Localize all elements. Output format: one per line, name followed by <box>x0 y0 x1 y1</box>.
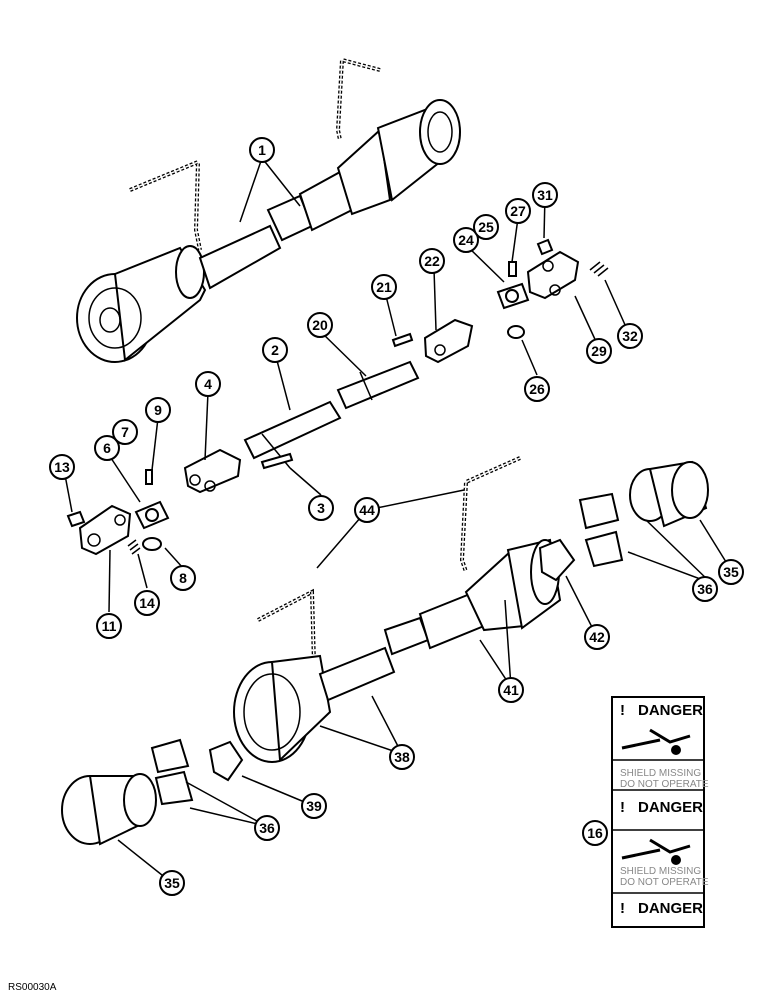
danger-label-2: ! DANGER <box>620 799 703 816</box>
callout-14: 14 <box>134 590 160 616</box>
svg-text:SHIELD MISSING: SHIELD MISSING <box>620 866 701 877</box>
callout-9: 9 <box>145 397 171 423</box>
danger-label-1: ! DANGER <box>620 702 703 719</box>
callout-44: 44 <box>354 497 380 523</box>
callout-32: 32 <box>617 323 643 349</box>
callout-25: 25 <box>473 214 499 240</box>
svg-text:!: ! <box>620 702 625 719</box>
callout-22: 22 <box>419 248 445 274</box>
svg-text:7: 7 <box>121 424 129 440</box>
svg-text:25: 25 <box>478 219 494 235</box>
svg-text:31: 31 <box>537 187 553 203</box>
svg-text:11: 11 <box>102 618 117 634</box>
svg-text:1: 1 <box>258 142 266 158</box>
svg-text:21: 21 <box>376 279 392 295</box>
figure-reference-code: RS00030A <box>8 982 57 993</box>
shield-warning-text-1: SHIELD MISSING DO NOT OPERATE <box>620 768 709 790</box>
svg-text:22: 22 <box>424 253 440 269</box>
svg-text:39: 39 <box>306 798 322 814</box>
svg-text:14: 14 <box>139 595 155 611</box>
upper-shaft-assembly <box>76 57 461 363</box>
danger-label-3: ! DANGER <box>620 900 703 917</box>
svg-text:DO NOT OPERATE: DO NOT OPERATE <box>620 779 709 790</box>
svg-text:13: 13 <box>54 459 70 475</box>
svg-text:SHIELD MISSING: SHIELD MISSING <box>620 768 701 779</box>
callout-27: 27 <box>505 198 531 224</box>
svg-text:8: 8 <box>179 570 187 586</box>
middle-components <box>66 238 609 556</box>
svg-text:29: 29 <box>591 343 607 359</box>
callout-39: 39 <box>301 793 327 819</box>
svg-text:9: 9 <box>154 402 162 418</box>
svg-text:!: ! <box>620 900 625 917</box>
svg-text:DO NOT OPERATE: DO NOT OPERATE <box>620 877 709 888</box>
callout-26: 26 <box>524 376 550 402</box>
svg-text:35: 35 <box>164 875 180 891</box>
svg-text:35: 35 <box>723 564 739 580</box>
entanglement-pictogram-2 <box>621 838 691 865</box>
svg-text:32: 32 <box>622 328 638 344</box>
callout-36-upper: 36 <box>692 576 718 602</box>
svg-text:36: 36 <box>697 581 713 597</box>
callout-29: 29 <box>586 338 612 364</box>
svg-text:42: 42 <box>589 629 605 645</box>
svg-text:!: ! <box>620 799 625 816</box>
svg-text:3: 3 <box>317 500 325 516</box>
entanglement-pictogram <box>621 728 691 755</box>
callout-2: 2 <box>262 337 288 363</box>
callout-4: 4 <box>195 371 221 397</box>
lower-shaft-assembly <box>61 456 709 846</box>
callout-41: 41 <box>498 677 524 703</box>
callout-16: 16 <box>582 820 608 846</box>
svg-text:44: 44 <box>359 502 375 518</box>
svg-text:DANGER: DANGER <box>638 900 703 917</box>
svg-text:20: 20 <box>312 317 328 333</box>
danger-decal: ! DANGER SHIELD MISSING DO NOT OPERATE !… <box>611 696 709 928</box>
callout-7: 7 <box>112 419 138 445</box>
svg-text:4: 4 <box>204 376 212 392</box>
callout-21: 21 <box>371 274 397 300</box>
callout-36-lower: 36 <box>254 815 280 841</box>
svg-text:27: 27 <box>510 203 526 219</box>
svg-text:2: 2 <box>271 342 279 358</box>
callout-8: 8 <box>170 565 196 591</box>
callout-3: 3 <box>308 495 334 521</box>
svg-text:6: 6 <box>103 440 111 456</box>
callout-11: 11 <box>96 613 122 639</box>
svg-text:DANGER: DANGER <box>638 702 703 719</box>
svg-text:DANGER: DANGER <box>638 799 703 816</box>
callout-31: 31 <box>532 182 558 208</box>
callouts: 1 2 3 4 6 7 8 9 11 13 14 16 20 21 22 24 … <box>49 137 744 896</box>
callout-13: 13 <box>49 454 75 480</box>
callout-20: 20 <box>307 312 333 338</box>
callout-42: 42 <box>584 624 610 650</box>
svg-text:41: 41 <box>503 682 519 698</box>
callout-35-upper: 35 <box>718 559 744 585</box>
shield-warning-text-2: SHIELD MISSING DO NOT OPERATE <box>620 866 709 888</box>
callout-24: 24 <box>453 227 479 253</box>
callout-35-lower: 35 <box>159 870 185 896</box>
svg-text:26: 26 <box>529 381 545 397</box>
callout-1: 1 <box>249 137 275 163</box>
svg-text:24: 24 <box>458 232 474 248</box>
callout-6: 6 <box>94 435 120 461</box>
svg-text:36: 36 <box>259 820 275 836</box>
callout-38: 38 <box>389 744 415 770</box>
svg-text:38: 38 <box>394 749 410 765</box>
svg-text:16: 16 <box>587 825 603 841</box>
